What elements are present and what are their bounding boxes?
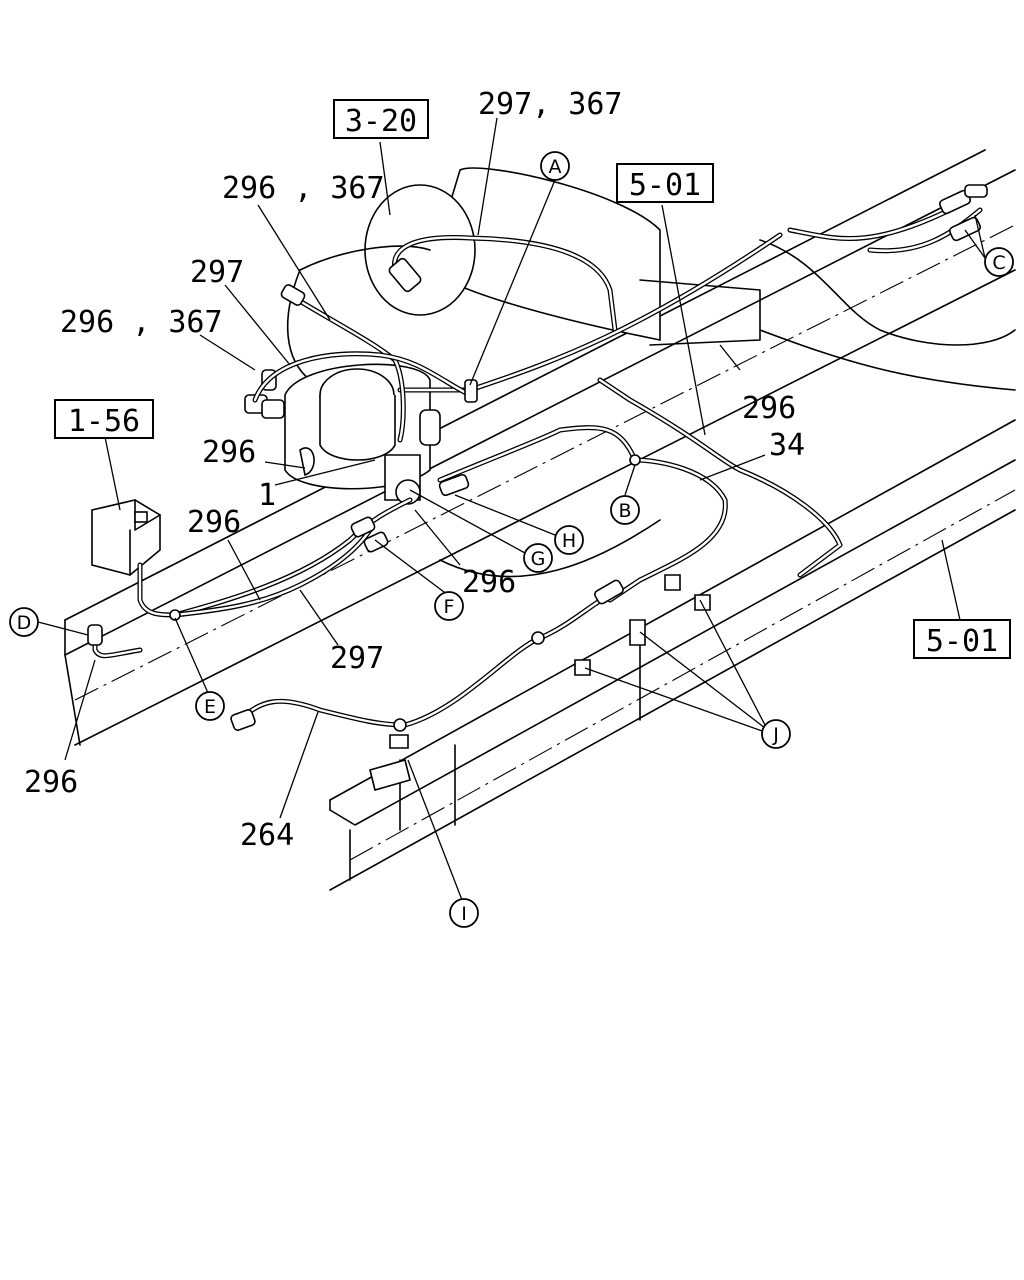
marker-f: F (434, 591, 464, 621)
label-296-d: 296 (24, 765, 78, 800)
label-296-right: 296 (742, 391, 796, 426)
svg-text:E: E (204, 696, 216, 718)
svg-text:D: D (17, 612, 32, 634)
label-34: 34 (769, 428, 805, 463)
ref-box-5-01-right: 5-01 (913, 619, 1011, 659)
ref-box-5-01-top: 5-01 (616, 163, 714, 203)
svg-text:I: I (461, 903, 467, 925)
air-dryer-assembly (244, 363, 441, 505)
svg-text:A: A (549, 156, 562, 178)
svg-text:F: F (444, 596, 455, 618)
pipe-fittings (87, 184, 988, 791)
marker-i: I (449, 898, 479, 928)
label-297-bottom: 297 (330, 641, 384, 676)
label-296-c: 296 (462, 565, 516, 600)
label-296-a: 296 (202, 435, 256, 470)
label-297-367-top: 297, 367 (478, 87, 623, 122)
label-1: 1 (258, 478, 276, 513)
label-296-367-left: 296 , 367 (60, 305, 223, 340)
svg-text:1-56: 1-56 (68, 404, 140, 439)
marker-b: B (610, 495, 640, 525)
label-297-top: 297 (190, 255, 244, 290)
leader-lines (37, 117, 986, 901)
svg-text:G: G (531, 548, 546, 570)
svg-text:5-01: 5-01 (629, 168, 701, 203)
label-264: 264 (240, 818, 294, 853)
label-296-367-top: 296 , 367 (222, 171, 385, 206)
ref-box-1-56: 1-56 (54, 399, 154, 439)
svg-text:H: H (562, 530, 576, 552)
svg-text:5-01: 5-01 (926, 624, 998, 659)
marker-j: J (761, 719, 791, 749)
part-labels: 297, 367 296 , 367 297 296 , 367 296 1 2… (24, 87, 805, 853)
marker-g: G (523, 543, 553, 573)
frame-rails (64, 149, 1016, 891)
ref-box-3-20: 3-20 (333, 99, 429, 139)
svg-text:3-20: 3-20 (345, 104, 417, 139)
svg-text:J: J (772, 724, 779, 746)
marker-a: A (540, 151, 570, 181)
label-296-b: 296 (187, 505, 241, 540)
svg-text:C: C (992, 252, 1005, 274)
marker-h: H (554, 525, 584, 555)
svg-text:B: B (618, 500, 631, 522)
marker-c: C (984, 247, 1014, 277)
control-box (91, 499, 161, 576)
marker-e: E (195, 691, 225, 721)
marker-d: D (9, 607, 39, 637)
